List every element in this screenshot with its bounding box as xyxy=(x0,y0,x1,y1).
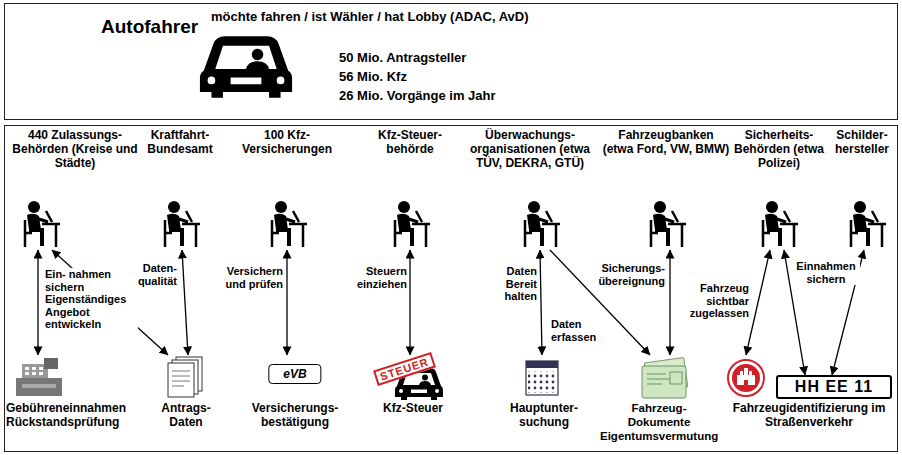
documents-icon xyxy=(172,371,190,386)
connector-arrow xyxy=(286,250,287,355)
actor-box: 100 Kfz- Versicherungen xyxy=(232,128,342,250)
city-seal-icon xyxy=(744,380,748,385)
city-seal-icon xyxy=(728,360,764,396)
node-text: Kfz-Steuer- behörde xyxy=(360,128,460,156)
person-icon xyxy=(25,201,60,247)
person-icon xyxy=(763,201,798,247)
edge-label: Versichern und prüfen xyxy=(220,265,284,290)
node-text: eVB xyxy=(268,364,321,384)
edge-label: Sicherungs- übereignung xyxy=(590,262,666,287)
item-box: Fahrzeug- Dokumente Eigentumsvermutung xyxy=(600,355,718,443)
connectors xyxy=(38,250,864,375)
node-text: Fahrzeugbanken (etwa Ford, VW, BMW) xyxy=(602,128,730,156)
node-text: Kraftfahrt- Bundesamt xyxy=(140,128,220,156)
panel-heading: Autofahrer xyxy=(101,16,198,39)
actor-box: Schilder- hersteller xyxy=(829,128,895,250)
cash-register-icon xyxy=(22,384,56,388)
cash-register-icon xyxy=(25,372,29,375)
calendar-icon xyxy=(526,361,558,395)
cash-register-icon xyxy=(39,367,43,370)
node-text: Fahrzeugidentifizierung im Straßenverkeh… xyxy=(722,401,896,429)
node-text: Fahrzeug- Dokumente Eigentumsvermutung xyxy=(600,401,718,443)
edge-label: Fahrzeug sichtbar zugelassen xyxy=(686,282,750,320)
node-text: 56 Mio. Kfz xyxy=(339,69,407,85)
edge-label: Steuern einziehen xyxy=(352,265,408,290)
actor-box: 440 Zulassungs- Behörden (Kreise und Stä… xyxy=(12,128,138,250)
connector-arrow xyxy=(182,250,188,355)
connector-arrow xyxy=(540,250,542,355)
node-text: 50 Mio. Antragsteller xyxy=(339,50,466,66)
actor-box: Kraftfahrt- Bundesamt xyxy=(140,128,220,250)
cash-register-icon xyxy=(32,367,36,370)
car-icon xyxy=(200,36,292,97)
node-text: 26 Mio. Vorgänge im Jahr xyxy=(339,88,496,104)
person-icon xyxy=(272,201,307,247)
cash-register-icon xyxy=(16,378,62,396)
person-icon xyxy=(651,201,686,247)
item-box: Antrags- Daten xyxy=(150,355,222,429)
edge-label: Ein- nahmen sichern Eigenständiges Angeb… xyxy=(44,268,138,331)
stamp-text: STEUER xyxy=(373,352,436,386)
node-text: Antrags- Daten xyxy=(150,401,222,429)
calendar-icon xyxy=(526,361,558,368)
calendar-icon xyxy=(528,371,556,393)
documents-icon xyxy=(168,363,194,397)
item-box: Gebühreneinnahmen Rückstandsprüfung xyxy=(6,355,156,429)
node-text: Gebühreneinnahmen Rückstandsprüfung xyxy=(6,401,156,429)
edge-label: Daten- qualität xyxy=(126,262,178,287)
item-box: Hauptunter- suchung xyxy=(496,355,592,429)
person-icon xyxy=(851,201,886,247)
node-text: 440 Zulassungs- Behörden (Kreise und Stä… xyxy=(12,128,138,170)
connector-arrow xyxy=(409,250,410,355)
actor-box: Überwachungs- organisationen (etwa TÜV, … xyxy=(460,128,600,250)
actor-box: Fahrzeugbanken (etwa Ford, VW, BMW) xyxy=(602,128,730,250)
node-text: Sicherheits- Behörden (etwa Polizei) xyxy=(733,128,825,170)
node-text: möchte fahren / ist Wähler / hat Lobby (… xyxy=(211,9,529,25)
driver-panel: Autofahrer möchte fahren / ist Wähler / h… xyxy=(4,3,898,120)
item-box: Fahrzeugidentifizierung im Straßenverkeh… xyxy=(722,355,896,429)
vehicle-documents-icon xyxy=(642,366,686,398)
edge-label: Daten Bereit halten xyxy=(488,265,538,303)
city-seal-icon xyxy=(732,364,760,392)
node-text: Hauptunter- suchung xyxy=(496,401,592,429)
item-box: eVB Versicherungs- bestätigung xyxy=(240,355,350,429)
vehicle-documents-icon xyxy=(647,372,682,384)
cash-register-icon xyxy=(32,372,36,375)
actor-box: Sicherheits- Behörden (etwa Polizei) xyxy=(733,128,825,250)
connector-arrow xyxy=(669,250,670,355)
person-icon xyxy=(525,201,560,247)
connector-arrow xyxy=(37,250,38,355)
node-text: HH EE 11 xyxy=(778,377,890,397)
node-text: Schilder- hersteller xyxy=(829,128,895,156)
license-plate: HH EE 11 xyxy=(776,375,892,399)
edge-label: Daten erfassen xyxy=(550,318,602,343)
node-text: 100 Kfz- Versicherungen xyxy=(232,128,342,156)
actor-box: Kfz-Steuer- behörde xyxy=(360,128,460,250)
city-seal-icon xyxy=(728,360,764,396)
node-text: Versicherungs- bestätigung xyxy=(240,401,350,429)
actors-frame xyxy=(5,126,898,452)
calendar-icon xyxy=(526,361,558,395)
edge-label: Einnahmen sichern xyxy=(792,260,860,285)
cash-register-icon xyxy=(39,372,43,375)
cash-register-icon xyxy=(25,367,29,370)
person-icon xyxy=(395,201,430,247)
cash-register-icon xyxy=(44,358,58,369)
cash-register-icon xyxy=(16,358,62,396)
city-seal-icon xyxy=(744,368,748,375)
person-icon xyxy=(25,201,886,247)
vehicle-documents-icon xyxy=(642,357,688,398)
documents-icon xyxy=(168,357,202,397)
node-text: Kfz-Steuer xyxy=(368,401,458,415)
person-icon xyxy=(165,201,200,247)
node-text: Überwachungs- organisationen (etwa TÜV, … xyxy=(460,128,600,170)
